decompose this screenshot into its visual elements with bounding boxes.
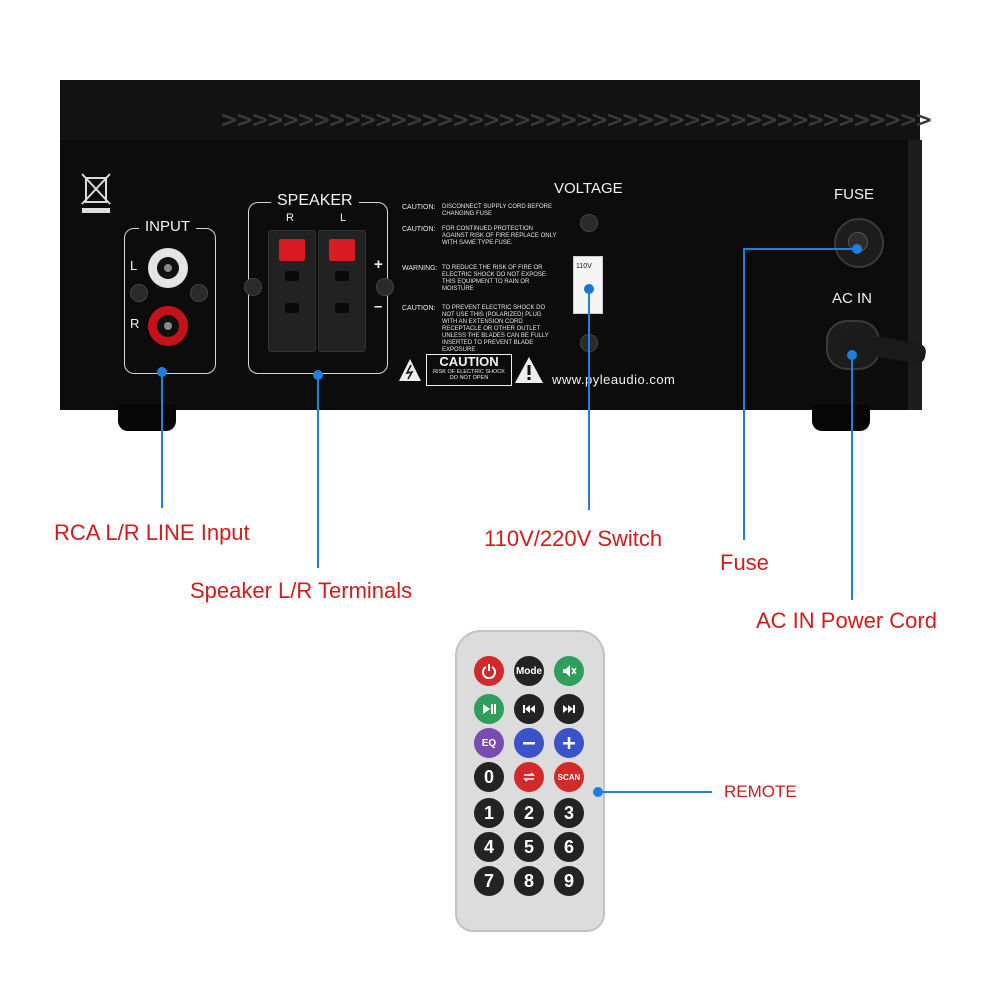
screw (376, 278, 394, 296)
input-left-label: L (130, 258, 138, 273)
power-icon (482, 664, 496, 679)
digit-8-button[interactable]: 8 (514, 866, 544, 896)
speaker-label: SPEAKER (271, 192, 359, 210)
callout-speaker-terminals: Speaker L/R Terminals (190, 578, 413, 603)
warning-row: CAUTION: TO PREVENT ELECTRIC SHOCK DO NO… (402, 305, 549, 353)
screw (580, 214, 598, 232)
mute-button[interactable] (554, 656, 584, 686)
switch-callout-dot (584, 284, 594, 294)
fuse-callout-line-v (743, 248, 745, 540)
remote-callout-line (598, 791, 712, 793)
digit-3-button[interactable]: 3 (554, 798, 584, 828)
input-frame: INPUT (124, 218, 216, 374)
acin-label: AC IN (832, 290, 873, 307)
callout-voltage-switch: 110V/220V Switch (484, 526, 663, 551)
digit-9-button[interactable]: 9 (554, 866, 584, 896)
amplifier-foot-right (812, 405, 870, 431)
fuse-holder[interactable] (834, 218, 884, 268)
play-pause-button[interactable] (474, 694, 504, 724)
caution-label: CAUTION RISK OF ELECTRIC SHOCK DO NOT OP… (426, 354, 512, 386)
website-url: www.pyleaudio.com (552, 372, 676, 387)
weee-bin-icon (78, 172, 114, 220)
power-button[interactable] (474, 656, 504, 686)
warning-text-block: CAUTION: DISCONNECT SUPPLY CORD BEFORE C… (402, 204, 558, 354)
previous-track-button[interactable] (514, 694, 544, 724)
callout-rca-line-input: RCA L/R LINE Input (54, 520, 250, 545)
digit-5-button[interactable]: 5 (514, 832, 544, 862)
amplifier-side (908, 140, 922, 410)
digit-4-button[interactable]: 4 (474, 832, 504, 862)
warning-row: CAUTION: DISCONNECT SUPPLY CORD BEFORE C… (402, 204, 553, 217)
vent-slot: >>>>>>>>>>>>>>>>>>>>>>>>>>>>>>>>>>>>>>>>… (220, 108, 933, 133)
fuse-callout-line-h (743, 248, 855, 250)
speaker-terminal-right[interactable] (268, 230, 316, 352)
plus-icon (563, 737, 575, 749)
next-track-icon (563, 705, 575, 713)
mode-button[interactable]: Mode (514, 656, 544, 686)
input-right-label: R (130, 316, 140, 331)
speaker-minus-label: – (374, 298, 383, 315)
scan-button[interactable]: SCAN (554, 762, 584, 792)
speaker-left-label: L (340, 212, 347, 224)
previous-track-icon (523, 705, 535, 713)
minus-icon (523, 742, 535, 745)
exclamation-warning-icon (514, 356, 544, 388)
fuse-callout-dot (852, 244, 862, 254)
screw (244, 278, 262, 296)
eq-button[interactable]: EQ (474, 728, 504, 758)
lightning-warning-icon (398, 358, 422, 386)
next-track-button[interactable] (554, 694, 584, 724)
volume-down-button[interactable] (514, 728, 544, 758)
rca-callout-line (161, 372, 163, 508)
speaker-right-label: R (286, 212, 294, 224)
repeat-icon (523, 772, 535, 782)
digit-7-button[interactable]: 7 (474, 866, 504, 896)
speaker-callout-line (317, 376, 319, 568)
speaker-callout-dot (313, 370, 323, 380)
input-label: INPUT (139, 218, 196, 235)
acin-callout-line (851, 354, 853, 600)
screw (190, 284, 208, 302)
fuse-label: FUSE (834, 186, 875, 203)
callout-remote: REMOTE (724, 782, 797, 801)
digit-2-button[interactable]: 2 (514, 798, 544, 828)
amplifier-top-cover: >>>>>>>>>>>>>>>>>>>>>>>>>>>>>>>>>>>>>>>>… (60, 80, 933, 150)
amplifier-foot-left (118, 405, 176, 431)
rca-jack-right[interactable] (148, 306, 188, 346)
warning-row: CAUTION: FOR CONTINUED PROTECTION AGAINS… (402, 226, 557, 246)
speaker-plus-label: + (374, 256, 383, 273)
callout-ac-in-power-cord: AC IN Power Cord (756, 608, 937, 633)
voltage-switch-value: 110V (576, 263, 592, 270)
volume-up-button[interactable] (554, 728, 584, 758)
switch-callout-line (588, 294, 590, 510)
digit-0-button[interactable]: 0 (474, 762, 504, 792)
speaker-terminal-left[interactable] (318, 230, 366, 352)
amplifier-rear-panel (60, 140, 920, 410)
voltage-label: VOLTAGE (554, 180, 623, 197)
mute-icon (563, 665, 577, 677)
digit-1-button[interactable]: 1 (474, 798, 504, 828)
rca-jack-left[interactable] (148, 248, 188, 288)
repeat-button[interactable] (514, 762, 544, 792)
digit-6-button[interactable]: 6 (554, 832, 584, 862)
callout-fuse: Fuse (720, 550, 769, 575)
play-pause-icon (483, 704, 496, 714)
screw (130, 284, 148, 302)
warning-row: WARNING: TO REDUCE THE RISK OF FIRE OR E… (402, 265, 546, 292)
